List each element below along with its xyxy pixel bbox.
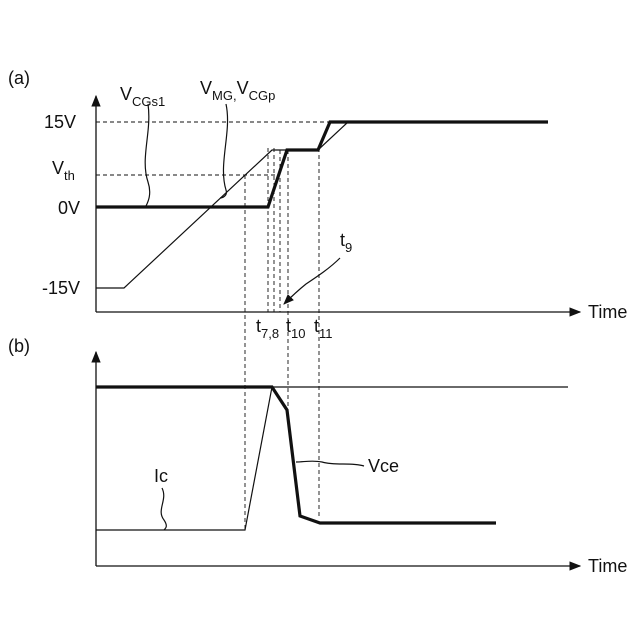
panel-a-label: (a) [8,68,30,88]
ic-label: Ic [154,466,168,486]
vmg-leader [220,104,228,198]
tick-neg15v: -15V [42,278,80,298]
vce-curve [96,387,496,523]
panel-a: (a) Time 15V Vth 0V -15V VCGs1 VMG,VCGp … [8,68,627,341]
panel-a-x-axis-label: Time [588,302,627,322]
vce-label: Vce [368,456,399,476]
vcgs1-leader [145,104,150,206]
ic-curve [96,387,568,530]
vcgs1-curve [96,122,348,288]
t10-label: t10 [286,316,305,341]
vce-leader [296,461,364,466]
vmg-label: VMG,VCGp [200,78,275,103]
tick-0v: 0V [58,198,80,218]
vcgs1-label: VCGs1 [120,84,165,109]
panel-b-x-axis-label: Time [588,556,627,576]
panel-b-label: (b) [8,336,30,356]
tick-15v: 15V [44,112,76,132]
vmg-vcgp-curve [96,122,548,207]
tick-vth: Vth [52,158,75,183]
t9-pointer-arrow [284,258,340,304]
panel-b: (b) Time Ic Vce [8,336,627,576]
ic-leader [161,488,166,530]
t11-label: t11 [314,316,333,341]
t78-label: t7,8 [256,316,279,341]
t9-label: t9 [340,230,352,255]
